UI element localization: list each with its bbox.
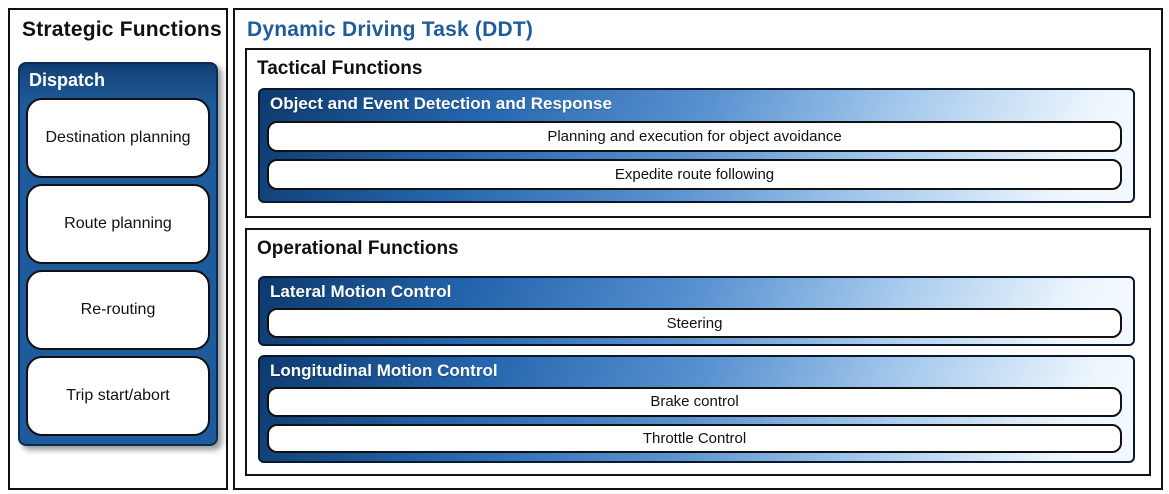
dispatch-group-box: Dispatch Destination planning Route plan… [18,62,218,446]
ddt-title: Dynamic Driving Task (DDT) [247,18,534,41]
lateral-items-list: Steering [267,308,1122,338]
longitudinal-items-list: Brake control Throttle Control [267,387,1122,453]
longitudinal-motion-control-box: Longitudinal Motion Control Brake contro… [258,355,1135,463]
function-box-expedite-route-following: Expedite route following [267,159,1122,190]
oedr-group-label: Object and Event Detection and Response [270,94,612,113]
tactical-functions-label: Tactical Functions [257,58,423,79]
dispatch-items-list: Destination planning Route planning Re-r… [26,98,210,436]
oedr-items-list: Planning and execution for object avoida… [267,121,1122,190]
operational-functions-section: Operational Functions Lateral Motion Con… [245,228,1151,476]
dispatch-group-label: Dispatch [29,70,106,90]
lateral-motion-control-box: Lateral Motion Control Steering [258,276,1135,346]
function-box-steering: Steering [267,308,1122,338]
function-box-destination-planning: Destination planning [26,98,210,178]
function-box-re-routing: Re-routing [26,270,210,350]
function-box-brake-control: Brake control [267,387,1122,417]
longitudinal-motion-control-label: Longitudinal Motion Control [270,361,498,380]
function-box-throttle-control: Throttle Control [267,423,1122,453]
strategic-functions-title: Strategic Functions [22,18,222,41]
lateral-motion-control-label: Lateral Motion Control [270,282,452,301]
oedr-group-box: Object and Event Detection and Response … [258,88,1135,203]
ddt-panel: Dynamic Driving Task (DDT) Tactical Func… [233,8,1163,490]
tactical-functions-section: Tactical Functions Object and Event Dete… [245,48,1151,218]
strategic-functions-panel: Strategic Functions Dispatch Destination… [8,8,228,490]
operational-functions-label: Operational Functions [257,238,459,259]
function-box-trip-start-abort: Trip start/abort [26,356,210,436]
function-box-route-planning: Route planning [26,184,210,264]
function-box-object-avoidance: Planning and execution for object avoida… [267,121,1122,152]
